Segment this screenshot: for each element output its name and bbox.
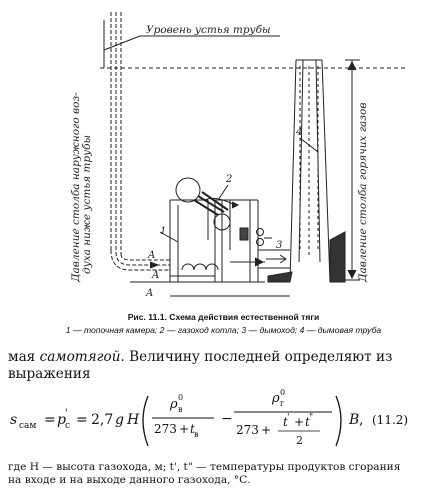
equation-11-2: s сам = p ' c = 2,7 g H ρ в 0 273 + t в … — [0, 388, 421, 454]
eq-t1: t — [283, 415, 288, 429]
callout-4: 4 — [296, 127, 303, 138]
para-text-before: мая — [8, 349, 40, 365]
eq-rho-g-sub: г — [280, 399, 284, 408]
eq-coef: 2,7 — [91, 412, 113, 428]
eq-lhs: s — [10, 412, 17, 428]
callout-A-3: A — [146, 288, 154, 299]
eq-t2: t — [305, 415, 310, 429]
left-pressure-label: Давление столба наружного воз- духа ниже… — [70, 92, 93, 282]
eq-g: g — [115, 412, 124, 428]
eq-plus-a: + — [179, 422, 189, 436]
boiler-drum-upper — [175, 177, 201, 203]
eq-H: H — [126, 412, 140, 428]
eq-number: (11.2) — [372, 413, 408, 427]
figure-caption: Рис. 11.1. Схема действия естественной т… — [26, 311, 421, 337]
top-label-leader — [103, 35, 141, 51]
eq-pc-sup: ' — [65, 408, 68, 419]
caption-title: Рис. 11.1. Схема действия естественной т… — [127, 312, 320, 322]
natural-draft-diagram: Давление столба наружного воз- духа ниже… — [70, 12, 405, 299]
eq-comma: , — [359, 412, 363, 428]
callout-2: 2 — [226, 174, 233, 185]
eq-equals-1: = — [44, 412, 56, 428]
callout-2-leader — [217, 184, 229, 201]
boiler-drum-lower — [213, 213, 231, 231]
eq-pc-sub: c — [65, 421, 70, 431]
callout-A-1: A — [148, 250, 156, 261]
left-pressure-label-line2: духа ниже устья трубы — [81, 134, 93, 274]
equation-drawing: s сам = p ' c = 2,7 g H ρ в 0 273 + t в … — [10, 388, 408, 447]
caption-legend: 1 — топочная камера; 2 — газоход котла; … — [65, 325, 382, 335]
diagram-drawing — [100, 12, 405, 297]
eq-right-paren — [335, 395, 342, 447]
eq-equals-2: = — [76, 412, 88, 428]
eq-rho-g: ρ — [271, 391, 280, 406]
eq-left-paren — [142, 395, 149, 447]
para-emphasis: самотягой — [39, 349, 121, 365]
top-level-label: Уровень устья трубы — [146, 24, 271, 36]
eq-t-v: t — [190, 422, 195, 436]
right-pressure-label: Давление столба горячих газов — [357, 102, 369, 282]
eq-273-b: 273 — [236, 423, 259, 437]
eq-plus-b: + — [261, 423, 271, 437]
eq-two: 2 — [296, 434, 303, 447]
eq-t2-sup: " — [309, 413, 313, 423]
para-text-after: . Величину последней определяют из выраж… — [8, 349, 393, 382]
callout-1: 1 — [160, 226, 167, 237]
eq-t1-sup: ' — [287, 413, 289, 423]
eq-273-a: 273 — [154, 422, 177, 436]
callout-A-2: A — [152, 270, 160, 281]
eq-rho-g-sup: 0 — [280, 388, 285, 397]
eq-t-v-sub: в — [194, 430, 199, 439]
eq-rho-v: ρ — [169, 397, 178, 412]
eq-plus-c: + — [294, 415, 304, 429]
variable-definitions: где H — высота газохода, м; t', t" — тем… — [8, 461, 401, 486]
chimney-outer-right — [321, 59, 331, 283]
callout-4-leader — [299, 137, 319, 153]
eq-lhs-sub: сам — [19, 421, 36, 431]
body-paragraph: мая самотягой. Величину последней опреде… — [8, 349, 414, 383]
eq-B: B — [348, 412, 359, 428]
chimney-outer-left — [289, 59, 297, 283]
eq-pc: p — [57, 412, 66, 428]
callout-3: 3 — [276, 240, 283, 251]
eq-rho-v-sub: в — [178, 405, 183, 414]
eq-rho-v-sup: 0 — [178, 393, 183, 402]
eq-minus: − — [221, 411, 233, 427]
